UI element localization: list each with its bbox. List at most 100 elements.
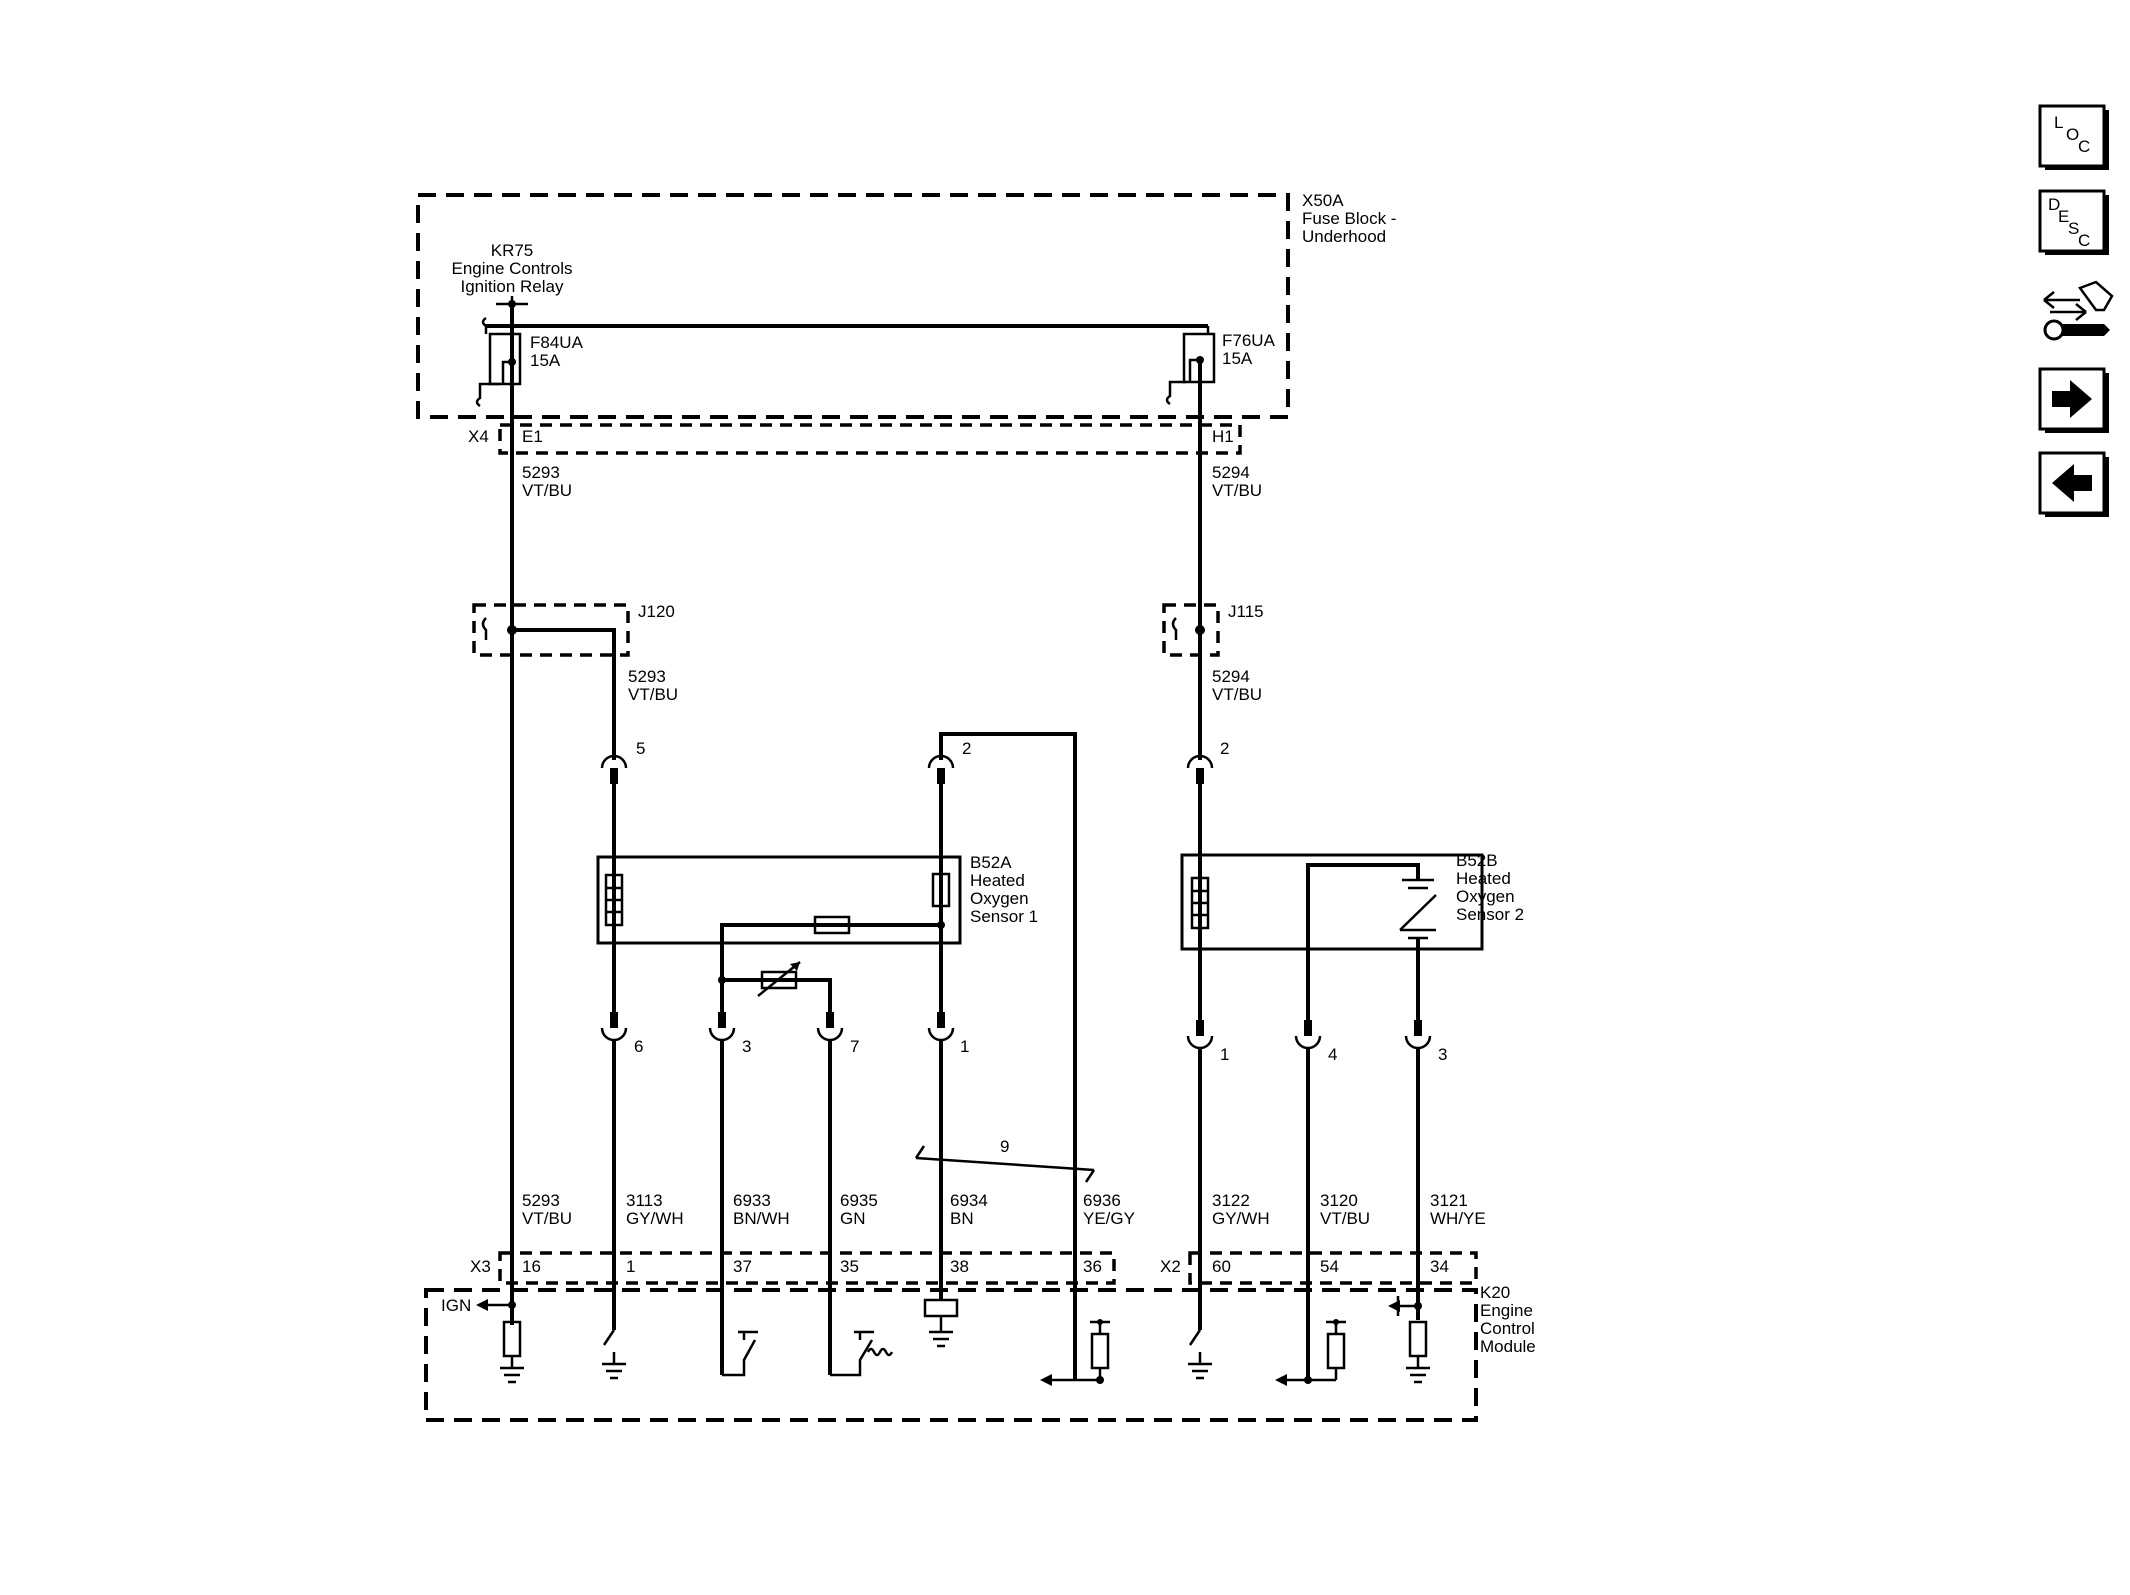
ecm-pin60-switch-ground [1188,1329,1212,1380]
sensor1-resistor [931,872,951,908]
sensor2-sensing-cell [1399,878,1437,940]
wire-label-color: VT/BU [522,1209,572,1228]
sensor2-heater-element [1190,876,1210,930]
splice-j120-symbol [481,617,488,640]
ecm-name-3: Module [1480,1337,1536,1356]
relay-name-1: Engine Controls [452,259,573,278]
twisted-pair-label: 9 [1000,1137,1009,1156]
arrow-right-icon [2052,380,2092,418]
arrow-left-icon [2052,464,2092,502]
fuse1-id: F84UA [530,333,584,352]
sensor2-body [1180,853,1484,951]
next-button[interactable] [2038,367,2109,433]
x2-pin: 60 [1212,1257,1231,1276]
sensor1-name-3: Sensor 1 [970,907,1038,926]
wire-5293-mid-color: VT/BU [628,685,678,704]
ecm-k20-outline [424,1288,1478,1422]
x4-id: X4 [468,427,489,446]
loc-button[interactable]: L O C [2038,104,2109,170]
relay-id: KR75 [491,241,534,260]
sensor1-name-2: Oxygen [970,889,1029,908]
svg-text:D: D [2048,195,2060,214]
wire-5293-top-color: VT/BU [522,481,572,500]
wire-label-num: 6935 [840,1191,878,1210]
sensor2-pin-bottom-1: 1 [1220,1045,1229,1064]
x2-pin: 34 [1430,1257,1449,1276]
ecm-pin1-switch-ground [602,1329,626,1380]
x3-pin: 35 [840,1257,859,1276]
sensor1-heater-element [604,873,624,927]
x4-pin-h1: H1 [1212,427,1234,446]
ecm-pin34-input [1388,1296,1430,1384]
fuse2-id: F76UA [1222,331,1276,350]
wire-label-num: 3121 [1430,1191,1468,1210]
sensor1-pin-top-5: 5 [636,739,645,758]
fuse-block-name-1: Fuse Block - [1302,209,1396,228]
sensor2-pin3-connector [1404,1020,1432,1050]
connector-x4-outline [498,423,1242,455]
svg-text:C: C [2078,137,2090,156]
connector-x2-outline [1188,1251,1478,1285]
sensor2-pin-bottom-3: 3 [1438,1045,1447,1064]
wire-5294-top-color: VT/BU [1212,481,1262,500]
svg-text:C: C [2078,231,2090,250]
ecm-name-2: Control [1480,1319,1535,1338]
svg-text:O: O [2066,125,2079,144]
sensor1-pin-bottom-1: 1 [960,1037,969,1056]
ecm-pin35-switch [830,1330,894,1377]
sensor2-pin-top-2: 2 [1220,739,1229,758]
splice-j120-outline [472,603,630,657]
sensor1-body [596,855,962,945]
wire-label-num: 3113 [626,1191,663,1210]
x2-id: X2 [1160,1257,1181,1276]
x4-pin-e1: E1 [522,427,543,446]
connector-wrench-icon[interactable] [2043,280,2114,341]
relay-name-2: Ignition Relay [460,277,564,296]
splice-j115-symbol [1171,617,1178,640]
svg-text:S: S [2068,219,2079,238]
svg-text:E: E [2058,207,2069,226]
relay-contact-symbol [481,296,528,334]
connector-x3-outline [498,1251,1116,1285]
ecm-ign-resistor-ground [500,1320,524,1384]
sensor2-id: B52B [1456,851,1498,870]
wire-5293-top-num: 5293 [522,463,560,482]
wire-label-num: 6933 [733,1191,771,1210]
wire-5293-mid-num: 5293 [628,667,666,686]
splice-j115-id: J115 [1228,602,1264,621]
wire-label-color: VT/BU [1320,1209,1370,1228]
wire-5294-mid-color: VT/BU [1212,685,1262,704]
x3-id: X3 [470,1257,491,1276]
wire-label-color: GY/WH [1212,1209,1270,1228]
ecm-name-1: Engine [1480,1301,1533,1320]
sensor1-pin6-connector [600,1012,628,1042]
sensor1-pin-bottom-3: 3 [742,1037,751,1056]
ecm-id: K20 [1480,1283,1510,1302]
ecm-pin38-ground [923,1298,959,1348]
ecm-pin37-switch [722,1330,758,1377]
sensor1-pin1-connector [927,1012,955,1042]
fuse-f76ua-symbol [1165,326,1216,406]
fuse1-rating: 15A [530,351,561,370]
desc-button[interactable]: D E S C [2038,189,2109,255]
wire-label-color: YE/GY [1083,1209,1135,1228]
wire-label-num: 6934 [950,1191,988,1210]
fuse-block-name-2: Underhood [1302,227,1386,246]
fuse-block-x50a-outline [416,193,1290,419]
wire-label-color: BN [950,1209,974,1228]
wire-label-num: 6936 [1083,1191,1121,1210]
x3-pin: 38 [950,1257,969,1276]
sensor1-pin-top-2: 2 [962,739,971,758]
sensor1-pin-bottom-7: 7 [850,1037,859,1056]
wire-label-color: WH/YE [1430,1209,1486,1228]
wire-label-num: 5293 [522,1191,560,1210]
sensor2-name-1: Heated [1456,869,1511,888]
svg-text:L: L [2054,113,2063,132]
sensor1-internal-resistor [813,915,851,935]
prev-button[interactable] [2038,451,2109,517]
sensor1-pin3-connector [708,1012,736,1042]
x2-pin: 54 [1320,1257,1339,1276]
twisted-pair-marker [914,1145,1096,1183]
sensor2-name-2: Oxygen [1456,887,1515,906]
x3-pin: 16 [522,1257,541,1276]
